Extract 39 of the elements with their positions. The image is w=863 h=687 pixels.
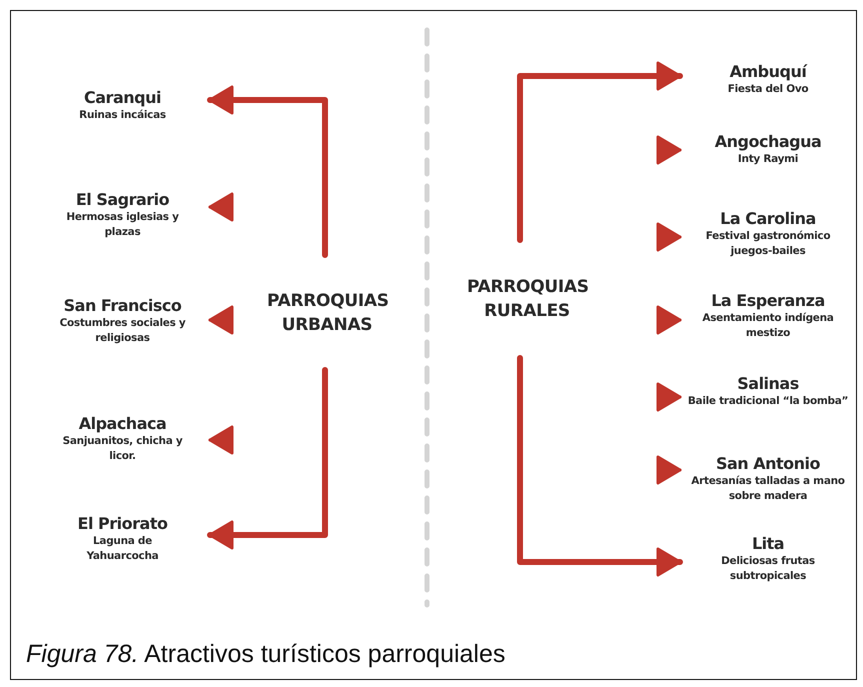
- arrow: [656, 136, 682, 164]
- group-heading: PARROQUIAS RURALES: [467, 276, 587, 323]
- attraction-description: Artesanías talladas a mano sobre madera: [690, 474, 846, 504]
- parish-name: La Carolina: [719, 209, 817, 229]
- parish-name: El Sagrario: [74, 190, 170, 210]
- parish-name: Salinas: [736, 374, 800, 394]
- group-heading: PARROQUIAS URBANAS: [267, 290, 387, 336]
- parish-name: El Priorato: [76, 514, 168, 534]
- parish-name: Ambuquí: [728, 62, 808, 82]
- attraction-description: Fiesta del Ovo: [726, 82, 810, 97]
- attraction-description: Costumbres sociales y religiosas: [58, 316, 186, 346]
- arrow: [208, 192, 234, 222]
- parish-name: San Francisco: [62, 296, 182, 316]
- parish-name: Lita: [750, 534, 786, 554]
- attraction-description: Sanjuanitos, chicha y licor.: [62, 434, 184, 464]
- attraction-description: Festival gastronómico juegos-bailes: [704, 229, 832, 259]
- arrow: [207, 367, 328, 550]
- arrow: [517, 355, 683, 576]
- arrow: [656, 222, 682, 252]
- parish-name: La Esperanza: [710, 291, 826, 311]
- attraction-description: Deliciosas frutas subtropicales: [720, 554, 816, 584]
- parish-name: Caranqui: [83, 88, 162, 108]
- arrow: [656, 456, 682, 484]
- figure-caption: Figura 78. Atractivos turísticos parroquiales: [26, 640, 506, 669]
- arrow: [517, 62, 683, 243]
- attraction-description: Laguna de Yahuarcocha: [86, 534, 160, 564]
- attraction-description: Inty Raymi: [736, 152, 800, 167]
- attraction-description: Baile tradicional “la bomba”: [686, 394, 850, 409]
- arrow: [656, 382, 682, 412]
- parish-name: Alpachaca: [78, 414, 168, 434]
- arrow: [207, 86, 328, 258]
- arrow: [656, 306, 682, 334]
- attraction-description: Hermosas iglesias y plazas: [65, 210, 180, 240]
- parish-name: San Antonio: [714, 454, 822, 474]
- arrow: [208, 306, 234, 334]
- attraction-description: Asentamiento indígena mestizo: [701, 311, 835, 341]
- attraction-description: Ruinas incáicas: [78, 108, 167, 123]
- parish-name: Angochagua: [714, 132, 822, 152]
- arrow: [208, 426, 234, 454]
